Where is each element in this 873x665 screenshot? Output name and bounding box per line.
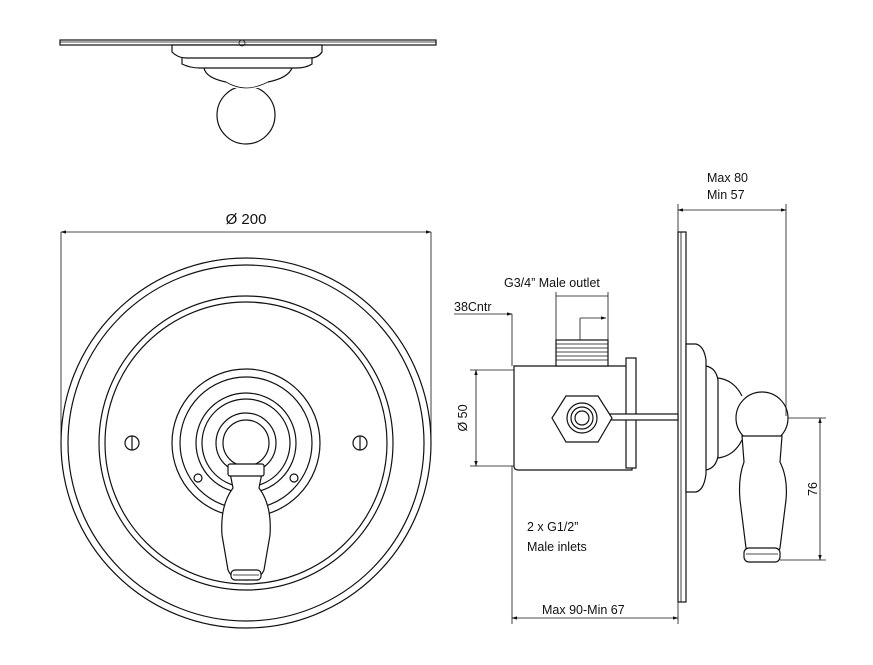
side-escutcheon [685, 343, 707, 493]
valve-flange [625, 357, 637, 469]
diameter-50-label: Ø 50 [456, 404, 470, 431]
spindle [607, 413, 679, 421]
side-lever [738, 435, 787, 561]
inlets-label-line2: Male inlets [527, 540, 587, 554]
male-outlet-label: G3/4” Male outlet [504, 276, 600, 290]
top-view [59, 39, 437, 145]
top-view-escutcheon [171, 44, 323, 59]
side-view-wall-plate [677, 231, 687, 603]
inlets-label-line1: 2 x G1/2” [527, 520, 578, 534]
max-90-min-67-label: Max 90-Min 67 [542, 603, 625, 617]
front-view [60, 230, 432, 629]
top-view-plate [59, 39, 437, 46]
max-80-label: Max 80 [707, 171, 748, 185]
front-view-lever-handle [221, 467, 271, 581]
min-57-label: Min 57 [707, 188, 745, 202]
side-view [454, 204, 826, 624]
diameter-200-label: Ø 200 [226, 211, 267, 228]
top-view-handle-knob [216, 85, 276, 145]
dim-76-label: 76 [806, 482, 820, 496]
cntr-38-label: 38Cntr [454, 300, 492, 314]
inlet-nut [551, 395, 613, 443]
